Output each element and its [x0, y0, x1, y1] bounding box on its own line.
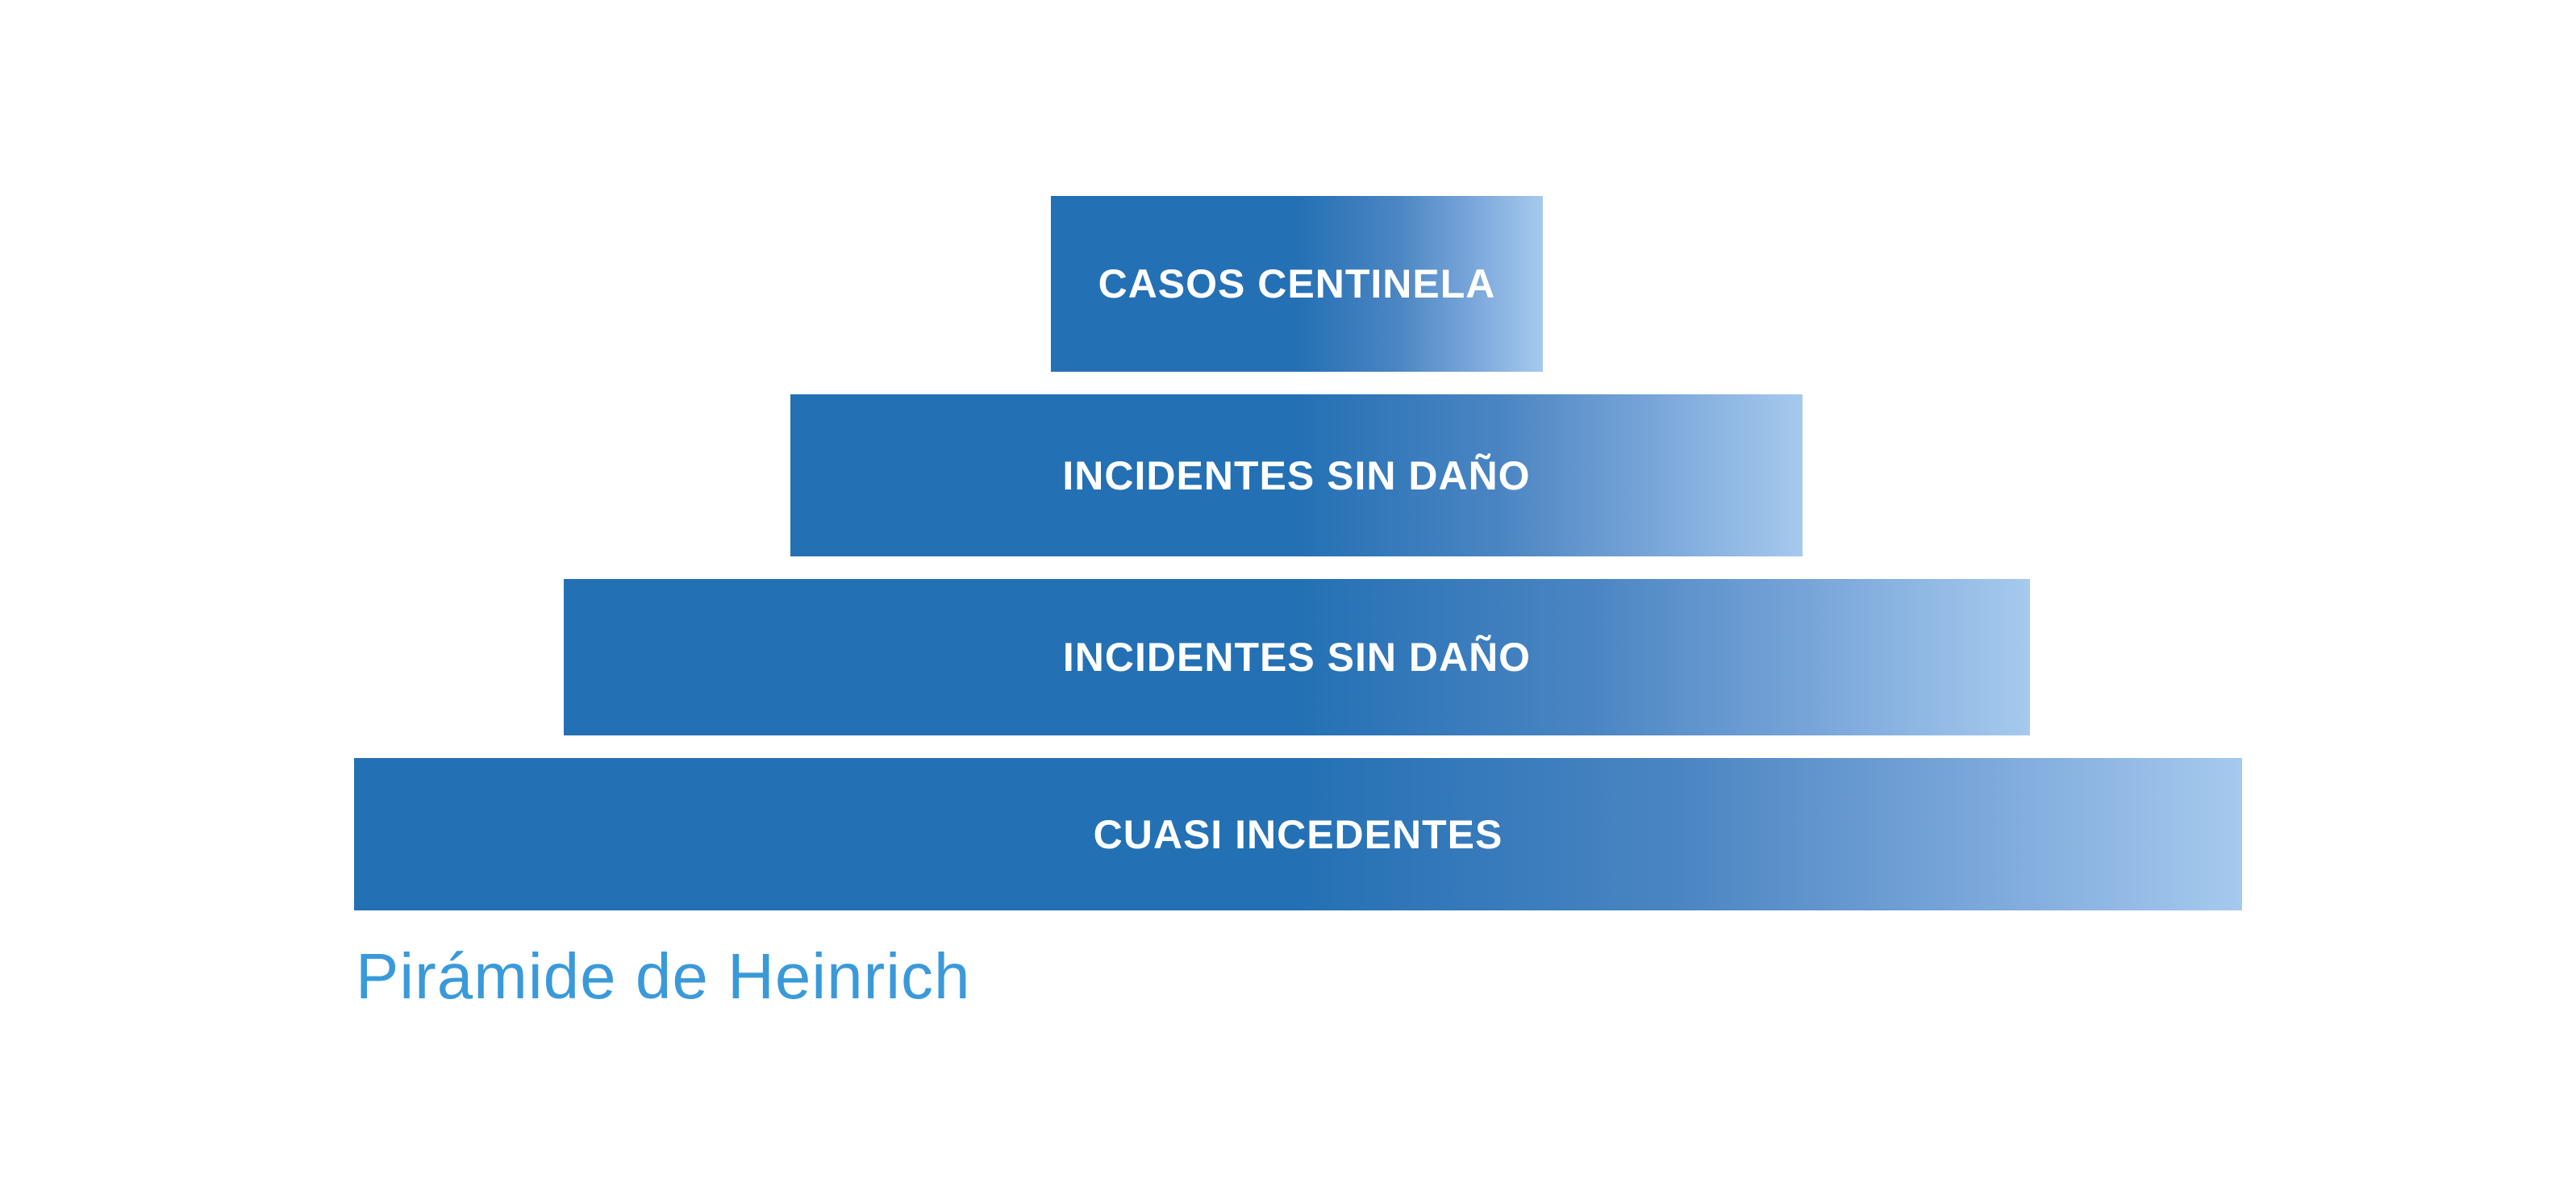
- pyramid-tier-third: INCIDENTES SIN DAÑO: [564, 579, 2030, 735]
- tier-label: CASOS CENTINELA: [1098, 261, 1496, 306]
- pyramid-tier-top: CASOS CENTINELA: [1051, 196, 1543, 372]
- pyramid-tier-base: CUASI INCEDENTES: [354, 758, 2242, 910]
- tier-label: CUASI INCEDENTES: [1093, 811, 1503, 857]
- tier-label: INCIDENTES SIN DAÑO: [1062, 452, 1531, 498]
- tier-label: INCIDENTES SIN DAÑO: [1062, 635, 1532, 680]
- pyramid-tier-second: INCIDENTES SIN DAÑO: [790, 394, 1803, 556]
- diagram-caption: Pirámide de Heinrich: [356, 940, 971, 1012]
